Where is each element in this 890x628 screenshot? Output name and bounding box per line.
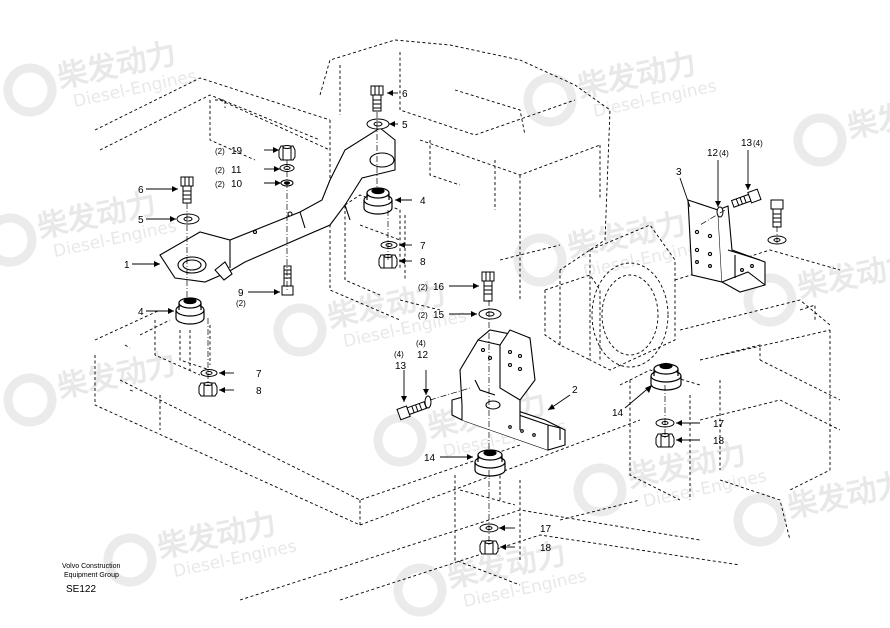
- rubber-mount: [175, 297, 205, 325]
- callout-17: 17: [713, 419, 725, 430]
- frame-phantom-lines: [94, 39, 841, 601]
- callout-2: 2: [572, 385, 578, 396]
- callout-4: 4: [138, 307, 144, 318]
- washer: [380, 241, 398, 249]
- washer: [716, 206, 724, 218]
- part-2-support-bracket: [451, 329, 566, 451]
- callout-13: 13: [395, 361, 407, 372]
- callout-4: 4: [420, 196, 426, 207]
- watermark: 柴发动力 Diesel-Engines: [103, 506, 299, 587]
- rubber-mount: [650, 362, 682, 391]
- svg-text:柴发动力: 柴发动力: [785, 466, 890, 525]
- callout-qty: (2): [215, 166, 225, 175]
- callout-10: 10: [231, 179, 243, 190]
- part-3-rear-bracket: [687, 199, 766, 293]
- washer: [424, 395, 432, 409]
- callout-9: 9: [238, 288, 244, 299]
- bolt-9: [281, 265, 294, 296]
- svg-text:柴发动力: 柴发动力: [55, 346, 180, 405]
- nut: [378, 254, 398, 269]
- callout-qty: (2): [236, 299, 246, 308]
- callout-18: 18: [540, 543, 552, 554]
- callout-6: 6: [402, 89, 408, 100]
- callout-15: 15: [433, 310, 445, 321]
- callout-3: 3: [676, 167, 682, 178]
- callout-qty: (2): [418, 283, 428, 292]
- figure-code: SE122: [66, 584, 96, 595]
- callout-7: 7: [420, 241, 426, 252]
- callout-qty: (4): [719, 149, 729, 158]
- svg-text:柴发动力: 柴发动力: [845, 86, 890, 145]
- watermark: 柴发动力 Diesel-Engines: [3, 36, 199, 117]
- callout-14: 14: [612, 408, 624, 419]
- callout-qty: (2): [215, 147, 225, 156]
- bolt-6-upper: [370, 85, 384, 112]
- callout-8: 8: [256, 386, 262, 397]
- bolt-16: [481, 271, 495, 302]
- nut: [655, 433, 675, 448]
- washer: [478, 308, 502, 320]
- callout-6: 6: [138, 185, 144, 196]
- part-1-mounting-arm: [159, 127, 396, 283]
- callout-8: 8: [420, 257, 426, 268]
- washer: [366, 118, 390, 130]
- nut: [479, 540, 499, 555]
- nut: [198, 382, 218, 397]
- bolt-right-vertical: [770, 199, 784, 228]
- assembly-axis-lines: [186, 112, 778, 545]
- rubber-mount: [474, 449, 506, 477]
- nut: [278, 145, 296, 161]
- callout-14: 14: [424, 453, 436, 464]
- footer-block: Volvo Construction Equipment Group SE122: [62, 563, 120, 595]
- watermark: 柴发动力: [3, 346, 180, 427]
- watermark: 柴发动力: [793, 86, 890, 167]
- bolt-13-right: [730, 188, 762, 208]
- bolt-6-left: [180, 176, 194, 204]
- washer: [176, 213, 200, 225]
- watermark-layer: 柴发动力 Diesel-Engines 柴发动力 Diesel-Engines …: [0, 36, 890, 617]
- washer: [200, 369, 218, 377]
- callout-qty: (4): [394, 350, 404, 359]
- callout-qty: (2): [215, 180, 225, 189]
- callout-5: 5: [138, 215, 144, 226]
- watermark: 柴发动力 Diesel-Engines: [0, 186, 179, 267]
- callout-12: 12: [417, 350, 429, 361]
- callout-1: 1: [124, 260, 130, 271]
- callout-16: 16: [433, 282, 445, 293]
- callout-19: 19: [231, 146, 243, 157]
- callout-17: 17: [540, 524, 552, 535]
- callout-18: 18: [713, 436, 725, 447]
- rubber-mount: [363, 187, 393, 215]
- bolt-13-center: [396, 401, 428, 421]
- callout-12: 12: [707, 148, 719, 159]
- callout-qty: (4): [753, 139, 763, 148]
- footer-company-line2: Equipment Group: [64, 572, 119, 579]
- callout-7: 7: [256, 369, 262, 380]
- watermark: 柴发动力 Diesel-Engines: [523, 46, 719, 127]
- callout-5: 5: [402, 120, 408, 131]
- footer-company-line1: Volvo Construction: [62, 563, 120, 570]
- callout-qty: (2): [418, 311, 428, 320]
- callout-arrowheads: [154, 90, 751, 550]
- callout-13: 13: [741, 138, 753, 149]
- callout-qty: (4): [416, 339, 426, 348]
- callout-labels: 6 5 (2) 19 (2) 11 (2) 10 6 5 1 4 7 8 9 (…: [124, 89, 763, 554]
- svg-text:柴发动力: 柴发动力: [795, 246, 890, 305]
- callout-11: 11: [231, 165, 242, 176]
- washer: [655, 418, 675, 428]
